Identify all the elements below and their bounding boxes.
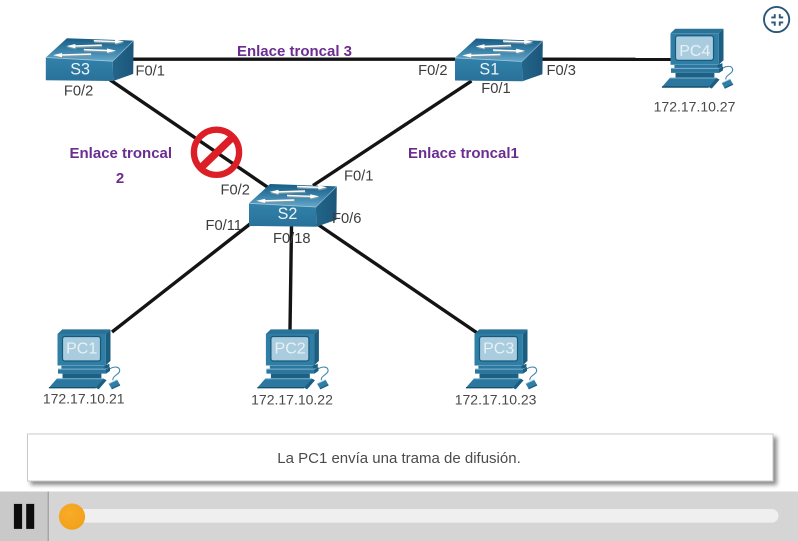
svg-text:F0/6: F0/6 <box>332 211 361 227</box>
svg-text:Enlace troncal: Enlace troncal <box>70 145 173 162</box>
svg-text:F0/2: F0/2 <box>418 63 447 79</box>
svg-text:S1: S1 <box>479 61 499 79</box>
svg-text:172.17.10.23: 172.17.10.23 <box>455 392 537 408</box>
svg-text:172.17.10.21: 172.17.10.21 <box>43 391 125 407</box>
svg-text:F0/2: F0/2 <box>221 182 250 198</box>
svg-text:La PC1 envía una trama de difu: La PC1 envía una trama de difusión. <box>277 450 521 467</box>
svg-text:Enlace troncal1: Enlace troncal1 <box>408 145 519 162</box>
svg-text:2: 2 <box>116 170 124 187</box>
svg-text:F0/1: F0/1 <box>136 63 165 79</box>
svg-text:F0/11: F0/11 <box>206 218 242 234</box>
svg-text:S2: S2 <box>278 205 298 223</box>
svg-text:PC2: PC2 <box>275 340 306 357</box>
svg-text:PC3: PC3 <box>483 340 514 357</box>
svg-text:Enlace troncal 3: Enlace troncal 3 <box>237 43 352 60</box>
svg-text:172.17.10.22: 172.17.10.22 <box>251 392 333 408</box>
svg-text:F0/1: F0/1 <box>481 81 510 97</box>
svg-text:F0/2: F0/2 <box>64 83 93 99</box>
svg-text:PC1: PC1 <box>66 340 97 357</box>
svg-text:172.17.10.27: 172.17.10.27 <box>654 98 736 114</box>
svg-text:F0/18: F0/18 <box>273 231 311 247</box>
svg-text:S3: S3 <box>70 60 90 78</box>
svg-text:PC4: PC4 <box>679 43 710 60</box>
svg-text:F0/1: F0/1 <box>344 168 373 184</box>
svg-text:F0/3: F0/3 <box>547 63 576 79</box>
